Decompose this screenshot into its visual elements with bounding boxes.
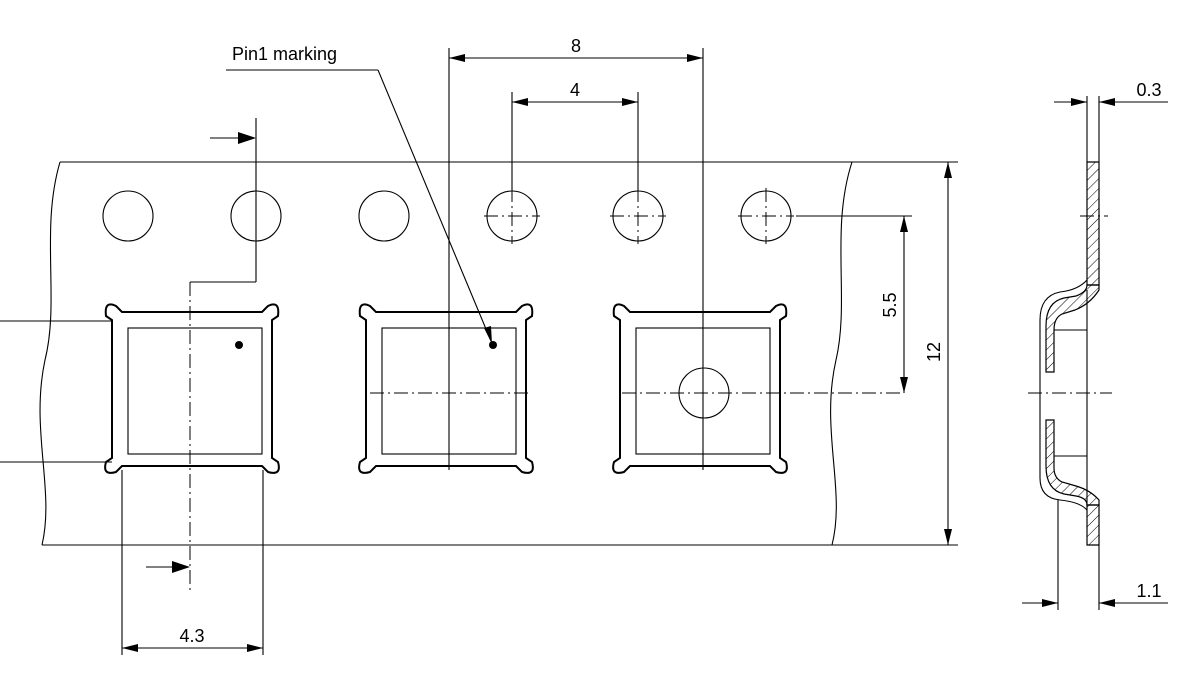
sprocket-centerlines bbox=[255, 188, 794, 244]
dim-label: 1.1 bbox=[1136, 581, 1161, 601]
sprocket-holes bbox=[102, 190, 792, 242]
dim-label: 4 bbox=[570, 80, 580, 100]
dim-label: 12 bbox=[924, 342, 944, 362]
pocket-2 bbox=[358, 303, 534, 474]
dim-label: 8 bbox=[571, 36, 581, 56]
dim-12: 12 bbox=[832, 161, 958, 546]
dim-4-3: 4.3 bbox=[121, 470, 264, 655]
pocket-3 bbox=[612, 303, 788, 474]
offset-arrows bbox=[146, 118, 257, 573]
pin1-dot bbox=[235, 341, 243, 349]
pin1-callout: Pin1 marking bbox=[226, 44, 492, 344]
dim-4: 4 bbox=[511, 80, 639, 190]
pocket-centerlines bbox=[189, 282, 904, 590]
dim-0-3: 0.3 bbox=[1054, 80, 1168, 162]
sprocket-hole bbox=[358, 190, 410, 242]
left-leaders bbox=[0, 320, 112, 463]
tape-outline bbox=[39, 161, 853, 546]
dim-label: 0.3 bbox=[1136, 80, 1161, 100]
pocket-1 bbox=[104, 303, 280, 474]
side-section-view bbox=[1028, 161, 1112, 546]
dim-1-1: 1.1 bbox=[1022, 500, 1168, 610]
pin1-label: Pin1 marking bbox=[232, 44, 337, 64]
dim-label: 5.5 bbox=[880, 292, 900, 317]
sprocket-hole bbox=[102, 190, 154, 242]
dim-5-5: 5.5 bbox=[796, 215, 912, 393]
pin1-dot bbox=[489, 341, 497, 349]
dim-label: 4.3 bbox=[179, 626, 204, 646]
dim-8: 8 bbox=[448, 36, 704, 470]
